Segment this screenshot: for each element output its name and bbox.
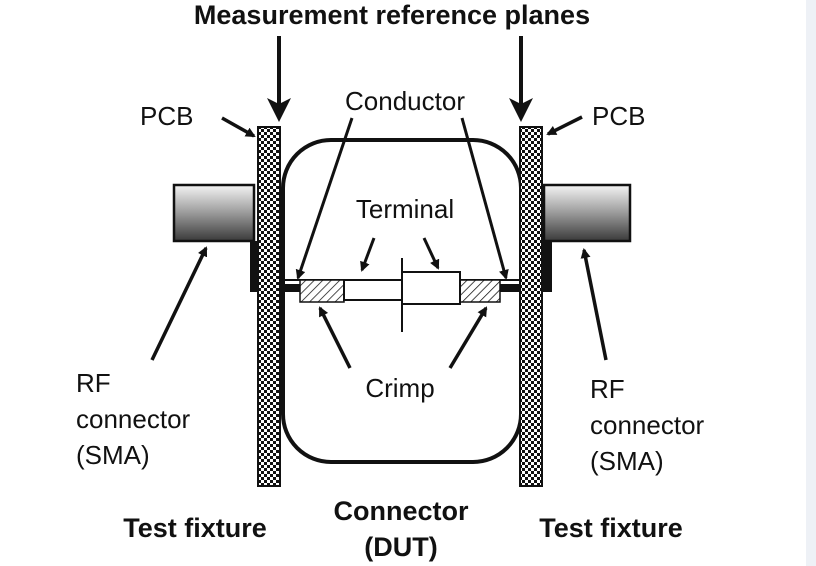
terminal-left bbox=[343, 279, 403, 301]
crimp-left bbox=[299, 279, 345, 303]
terminal-label: Terminal bbox=[356, 194, 454, 224]
svg-text:(SMA): (SMA) bbox=[76, 440, 150, 470]
terminal-arrow-left bbox=[360, 237, 376, 272]
dut-label: Connector (DUT) bbox=[334, 496, 469, 562]
crimp-label: Crimp bbox=[365, 373, 434, 403]
rf-connector-left-label: RF connector (SMA) bbox=[76, 368, 191, 470]
pcb-left-arrow bbox=[221, 116, 256, 138]
test-fixture-left-label: Test fixture bbox=[123, 513, 267, 543]
svg-text:RF: RF bbox=[590, 374, 625, 404]
conductor-label: Conductor bbox=[345, 86, 465, 116]
crimp-right bbox=[459, 279, 501, 303]
conductor-arrow-right bbox=[460, 117, 509, 280]
pcb-right-label: PCB bbox=[592, 101, 645, 131]
rf-connector-right-arrow bbox=[580, 248, 608, 361]
crimp-arrow-right bbox=[448, 306, 488, 369]
terminal-arrow-right bbox=[422, 237, 440, 270]
pcb-right bbox=[519, 126, 543, 487]
pcb-left-label: PCB bbox=[140, 101, 193, 131]
svg-text:RF: RF bbox=[76, 368, 111, 398]
conductor-arrow-left bbox=[295, 117, 354, 280]
crimp-arrow-left bbox=[318, 306, 352, 369]
diagram-title: Measurement reference planes bbox=[194, 0, 590, 30]
svg-text:connector: connector bbox=[76, 404, 191, 434]
svg-text:(DUT): (DUT) bbox=[364, 532, 437, 562]
test-fixture-right-label: Test fixture bbox=[539, 513, 683, 543]
sma-connector-left bbox=[172, 183, 300, 292]
terminal-right bbox=[401, 271, 461, 305]
svg-text:Connector: Connector bbox=[334, 496, 469, 526]
page-side-strip bbox=[806, 0, 816, 566]
pcb-right-arrow bbox=[546, 115, 583, 136]
rf-connector-left-arrow bbox=[150, 246, 208, 361]
svg-text:connector: connector bbox=[590, 410, 705, 440]
sma-connector-right bbox=[500, 183, 632, 292]
svg-text:(SMA): (SMA) bbox=[590, 446, 664, 476]
pcb-left bbox=[257, 126, 281, 487]
rf-connector-right-label: RF connector (SMA) bbox=[590, 374, 705, 476]
